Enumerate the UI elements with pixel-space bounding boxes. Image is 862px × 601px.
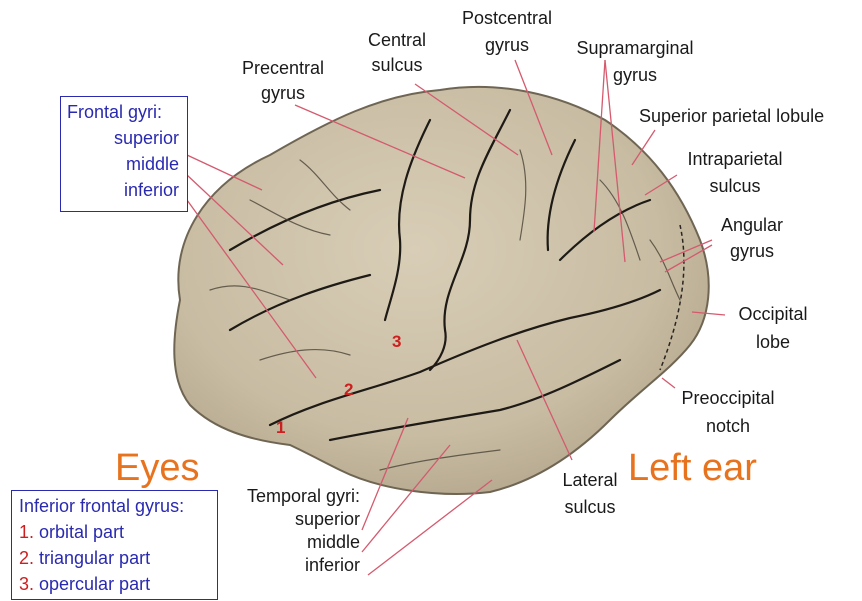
frontal-gyri-middle: middle xyxy=(126,153,179,175)
inferior-frontal-gyrus-box: Inferior frontal gyrus: 1. orbital part … xyxy=(11,490,218,600)
brain-outline xyxy=(174,87,708,494)
label-lateral-sulcus: Lateral sulcus xyxy=(545,470,635,518)
label-occipital-lobe: Occipital lobe xyxy=(723,304,823,353)
ifg-item-orbital: 1. orbital part xyxy=(19,521,124,543)
label-intraparietal-sulcus: Intraparietal sulcus xyxy=(670,149,800,197)
frontal-gyri-box: Frontal gyri: superior middle inferior xyxy=(60,96,188,212)
label-postcentral-gyrus: Postcentral gyrus xyxy=(452,8,562,56)
ifg-item-triangular: 2. triangular part xyxy=(19,547,150,569)
label-central-sulcus: Central sulcus xyxy=(352,30,442,76)
label-precentral-gyrus: Precentral gyrus xyxy=(228,58,338,104)
frontal-gyri-inferior: inferior xyxy=(124,179,179,201)
ifg-title: Inferior frontal gyrus: xyxy=(19,495,184,517)
label-supramarginal-gyrus: Supramarginal gyrus xyxy=(570,38,700,86)
ifg-item-opercular: 3. opercular part xyxy=(19,573,150,595)
label-angular-gyrus: Angular gyrus xyxy=(707,215,797,262)
frontal-gyri-superior: superior xyxy=(114,127,179,149)
orientation-left-ear: Left ear xyxy=(628,448,757,488)
label-temporal-gyri: Temporal gyri: superior middle inferior xyxy=(220,486,360,576)
label-superior-parietal-lobule: Superior parietal lobule xyxy=(639,106,824,127)
frontal-gyri-title: Frontal gyri: xyxy=(67,101,162,123)
label-preoccipital-notch: Preoccipital notch xyxy=(668,388,788,437)
ifg-number-1: 1 xyxy=(276,418,285,438)
ifg-number-3: 3 xyxy=(392,332,401,352)
ifg-number-2: 2 xyxy=(344,380,353,400)
orientation-eyes: Eyes xyxy=(115,448,199,488)
